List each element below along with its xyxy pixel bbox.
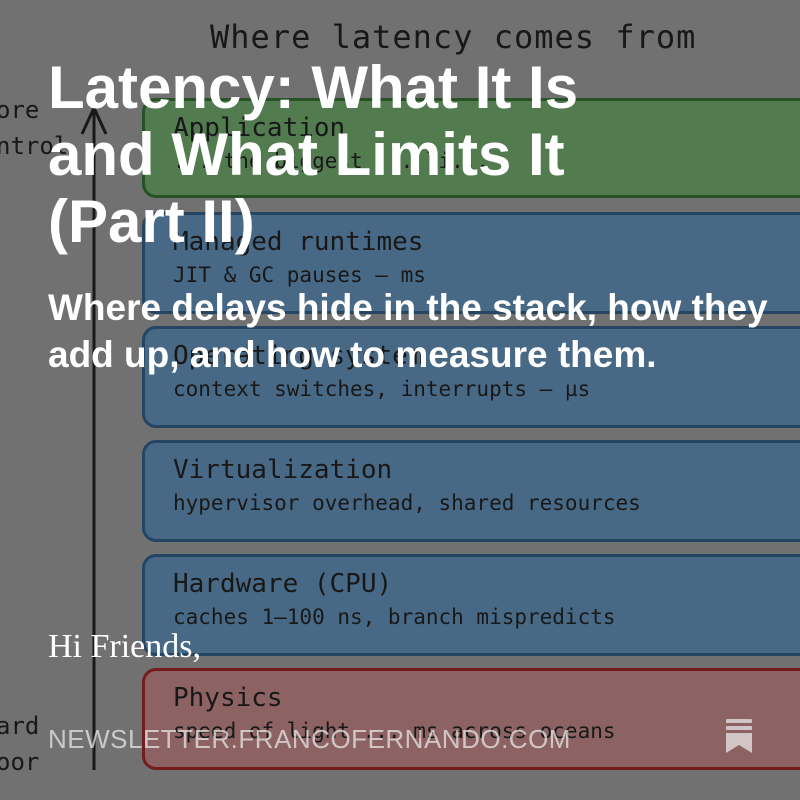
- axis-bottom-line-1: ard: [0, 712, 40, 740]
- axis-top-label: ore ntrol: [0, 92, 68, 164]
- layer-name: Managed runtimes: [173, 227, 424, 257]
- axis-bottom-line-2: oor: [0, 748, 40, 776]
- layer-operating-system: Operating system context switches, inter…: [142, 326, 800, 428]
- site-link[interactable]: NEWSLETTER.FRANCOFERNANDO.COM: [48, 724, 571, 754]
- layer-desc: speed of light ... ms across oceans: [173, 719, 616, 743]
- layer-name: Virtualization: [173, 455, 393, 485]
- diagram-title: Where latency comes from: [210, 18, 697, 56]
- layer-desc: caches 1–100 ns, branch mispredicts: [173, 605, 616, 629]
- layer-name: Application: [173, 113, 346, 143]
- axis-top-line-2: ntrol: [0, 132, 69, 160]
- post-headline[interactable]: Latency: What It Is and What Limits It (…: [48, 54, 579, 255]
- layer-name: Hardware (CPU): [173, 569, 393, 599]
- layer-name: Operating system: [173, 341, 424, 371]
- post-greeting: Hi Friends,: [48, 628, 201, 665]
- layer-desc: context switches, interrupts — µs: [173, 377, 591, 401]
- layer-desc: JIT & GC pauses — ms: [173, 263, 426, 287]
- layer-desc: ... the biggest ... li...: [173, 149, 490, 173]
- layer-name: Physics: [173, 683, 283, 713]
- layer-desc: hypervisor overhead, shared resources: [173, 491, 641, 515]
- post-subtitle: Where delays hide in the stack, how they…: [48, 287, 768, 375]
- bookmark-icon[interactable]: [724, 718, 754, 754]
- axis-top-line-1: ore: [0, 96, 40, 124]
- layer-hardware-cpu: Hardware (CPU) caches 1–100 ns, branch m…: [142, 554, 800, 656]
- layer-physics: Physics speed of light ... ms across oce…: [142, 668, 800, 770]
- layer-virtualization: Virtualization hypervisor overhead, shar…: [142, 440, 800, 542]
- axis-bottom-label: ard oor: [0, 708, 39, 780]
- layer-application: Application ... the biggest ... li...: [142, 98, 800, 198]
- layer-managed-runtimes: Managed runtimes JIT & GC pauses — ms: [142, 212, 800, 314]
